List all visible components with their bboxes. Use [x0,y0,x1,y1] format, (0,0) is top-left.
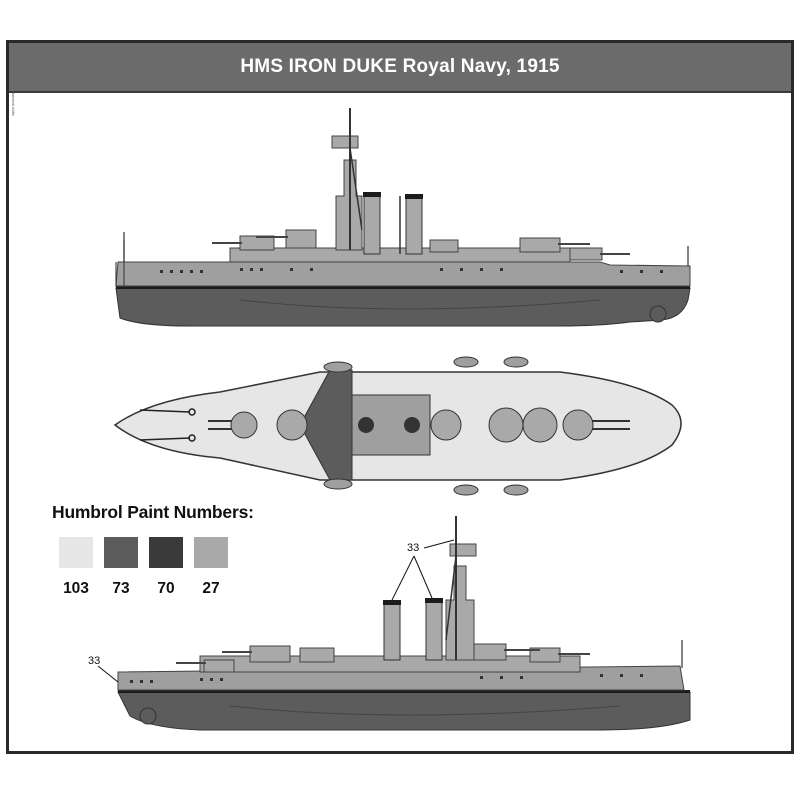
mast-strut-bottom [445,555,457,641]
turrets-top [239,229,603,261]
boot-top-line [116,286,690,289]
funnel-aft-top [405,195,423,255]
paint-swatch-27 [194,537,228,568]
funnel-fore-bottom [383,601,401,661]
callout-33-upper: 33 [407,542,420,554]
gun-barrels-top [212,236,630,255]
paint-number-27: 27 [202,580,220,597]
turrets-bottom [203,643,561,673]
turrets-plan [230,407,594,443]
funnel-aft-plan [404,417,420,433]
boats-plan [323,356,529,496]
paint-swatch-70 [149,537,183,568]
paint-number-70: 70 [157,580,175,597]
rudder-top [649,305,667,323]
gun-barrels-bottom [176,649,590,664]
paint-swatch-73 [104,537,138,568]
funnel-cap-aft-top [405,194,423,199]
funnel-cap-fore-top [363,192,381,197]
funnel-fore-top [363,193,381,255]
upper-hull [115,261,691,287]
gun-barrels-plan [208,420,630,430]
title-bar: HMS IRON DUKE Royal Navy, 1915 [9,43,791,93]
funnel-cap-aft-bottom [425,598,443,603]
mast-strut-top [349,147,363,231]
portholes-top [160,268,663,273]
rudder-bottom [139,707,157,725]
side-profile-bottom [97,516,691,731]
side-credit: Humbrol Airfix [11,91,16,116]
hull-keel-line [239,299,601,310]
paint-swatch-103 [59,537,93,568]
paint-number-103: 103 [63,580,89,597]
callout-33-bow: 33 [88,655,101,667]
anchor-gear-plan [139,408,196,442]
callout-leaders [97,539,455,683]
funnel-aft-bottom [425,599,443,661]
mid-superstructure-plan [351,394,431,456]
page-title: HMS IRON DUKE Royal Navy, 1915 [240,56,560,77]
spotting-top [331,135,359,149]
lower-hull [115,287,691,327]
plan-view [113,356,682,496]
bow-sheer [115,240,125,287]
funnel-fore-plan [358,417,374,433]
boot-top-bottom [118,690,690,693]
paint-number-73: 73 [112,580,130,597]
side-profile-top [115,108,691,327]
spotting-top-bottom [449,543,477,557]
lower-hull-bottom [117,691,691,731]
bridge-tower-bottom [445,565,475,661]
hull-keel-line-bottom [229,705,621,716]
portholes-bottom [130,674,643,683]
funnel-cap-fore-bottom [383,600,401,605]
paint-legend-heading: Humbrol Paint Numbers: [52,502,254,522]
